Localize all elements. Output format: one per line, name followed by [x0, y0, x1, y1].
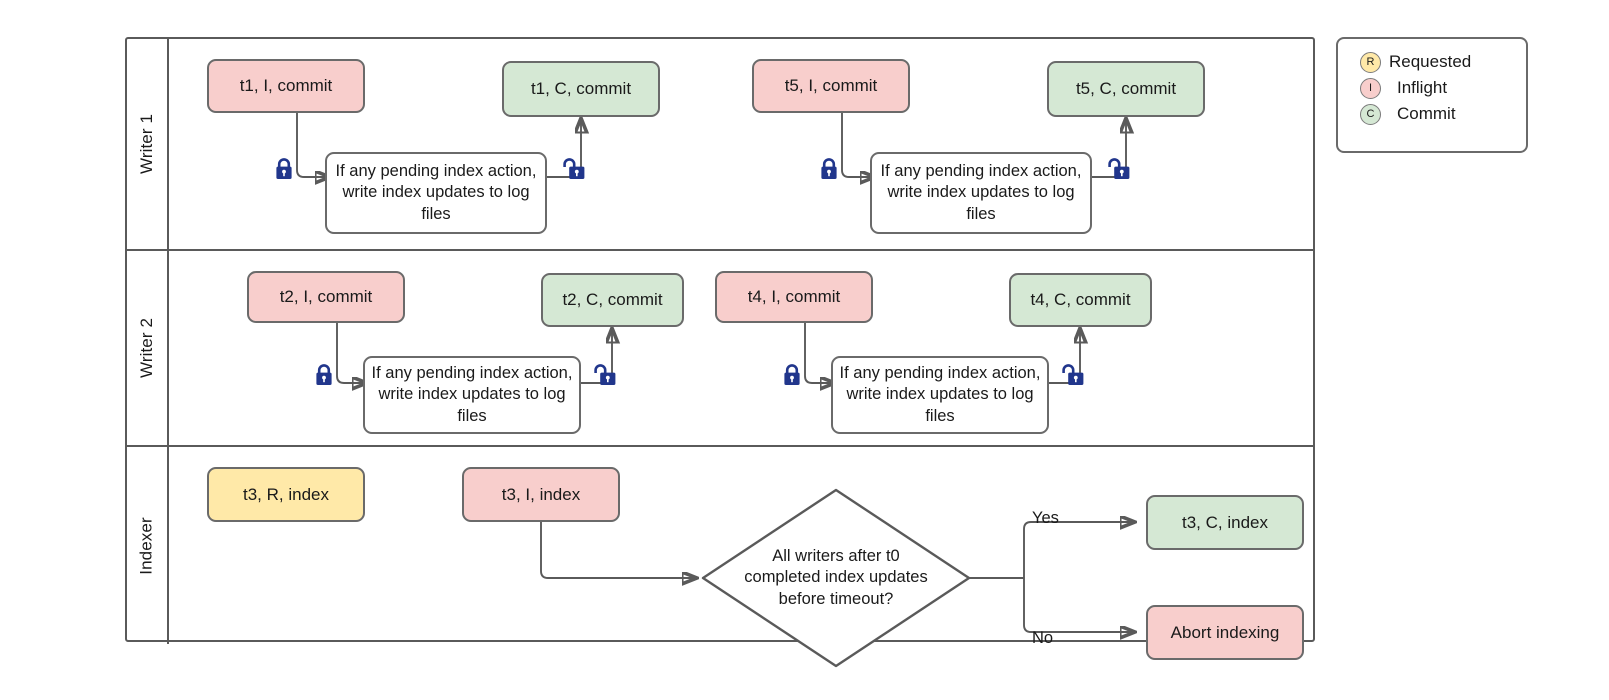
node-ix-abort[interactable]: Abort indexing	[1146, 605, 1304, 660]
node-w1-t5-inflight[interactable]: t5, I, commit	[752, 59, 910, 113]
lock-closed-icon	[273, 157, 295, 181]
decision-diamond[interactable]: All writers after t0 completed index upd…	[701, 488, 971, 668]
lane-header-indexer: Indexer	[127, 447, 169, 644]
swimlane-pool: Writer 1	[125, 37, 1315, 668]
node-w1-t1-inflight[interactable]: t1, I, commit	[207, 59, 365, 113]
legend-label-inflight: Inflight	[1397, 78, 1448, 97]
lock-open-icon	[1108, 157, 1130, 181]
node-w2-process-2[interactable]: If any pending index action, write index…	[831, 356, 1049, 434]
lane-body-writer-1: t1, I, commit t1, C, commit If any pendi…	[169, 39, 1313, 249]
lane-header-writer-2: Writer 2	[127, 251, 169, 445]
lock-open-icon	[563, 157, 585, 181]
legend-label-commit: Commit	[1397, 104, 1456, 123]
legend-item-inflight: I Inflight	[1360, 75, 1526, 101]
lane-body-indexer: t3, R, index t3, I, index All writers af…	[169, 447, 1313, 668]
lane-body-writer-2: t2, I, commit t2, C, commit If any pendi…	[169, 251, 1313, 445]
node-w2-t2-commit[interactable]: t2, C, commit	[541, 273, 684, 327]
lane-indexer: Indexer	[127, 447, 1313, 668]
node-w1-process-1[interactable]: If any pending index action, write index…	[325, 152, 547, 234]
lane-label-indexer: Indexer	[137, 516, 156, 575]
node-w2-t2-inflight[interactable]: t2, I, commit	[247, 271, 405, 323]
lane-writer-2: Writer 2 t2, I, commit t2, C, commit	[127, 251, 1313, 447]
lane-label-writer-2: Writer 2	[137, 318, 156, 378]
node-w2-process-1[interactable]: If any pending index action, write index…	[363, 356, 581, 434]
badge-requested-icon: R	[1360, 51, 1381, 73]
lock-open-icon	[1062, 363, 1084, 387]
lane-writer-1: Writer 1	[127, 39, 1313, 251]
lock-closed-icon	[313, 363, 335, 387]
badge-inflight-icon: I	[1360, 77, 1381, 99]
legend-label-requested: Requested	[1389, 52, 1472, 71]
node-ix-t3-inflight[interactable]: t3, I, index	[462, 467, 620, 522]
legend-item-requested: R Requested	[1360, 49, 1526, 75]
lane-header-writer-1: Writer 1	[127, 39, 169, 249]
node-w2-t4-inflight[interactable]: t4, I, commit	[715, 271, 873, 323]
lock-open-icon	[594, 363, 616, 387]
lock-closed-icon	[818, 157, 840, 181]
lock-closed-icon	[781, 363, 803, 387]
edge-label-no: No	[1032, 629, 1054, 647]
node-w1-t5-commit[interactable]: t5, C, commit	[1047, 61, 1205, 117]
node-ix-t3-requested[interactable]: t3, R, index	[207, 467, 365, 522]
edge-label-yes: Yes	[1032, 509, 1059, 527]
node-w2-t4-commit[interactable]: t4, C, commit	[1009, 273, 1152, 327]
legend-panel: R Requested I Inflight C Commit	[1336, 37, 1528, 153]
badge-commit-icon: C	[1360, 103, 1381, 125]
legend-item-commit: C Commit	[1360, 101, 1526, 127]
node-w1-process-2[interactable]: If any pending index action, write index…	[870, 152, 1092, 234]
node-w1-t1-commit[interactable]: t1, C, commit	[502, 61, 660, 117]
node-ix-t3-commit[interactable]: t3, C, index	[1146, 495, 1304, 550]
lane-label-writer-1: Writer 1	[137, 114, 156, 174]
